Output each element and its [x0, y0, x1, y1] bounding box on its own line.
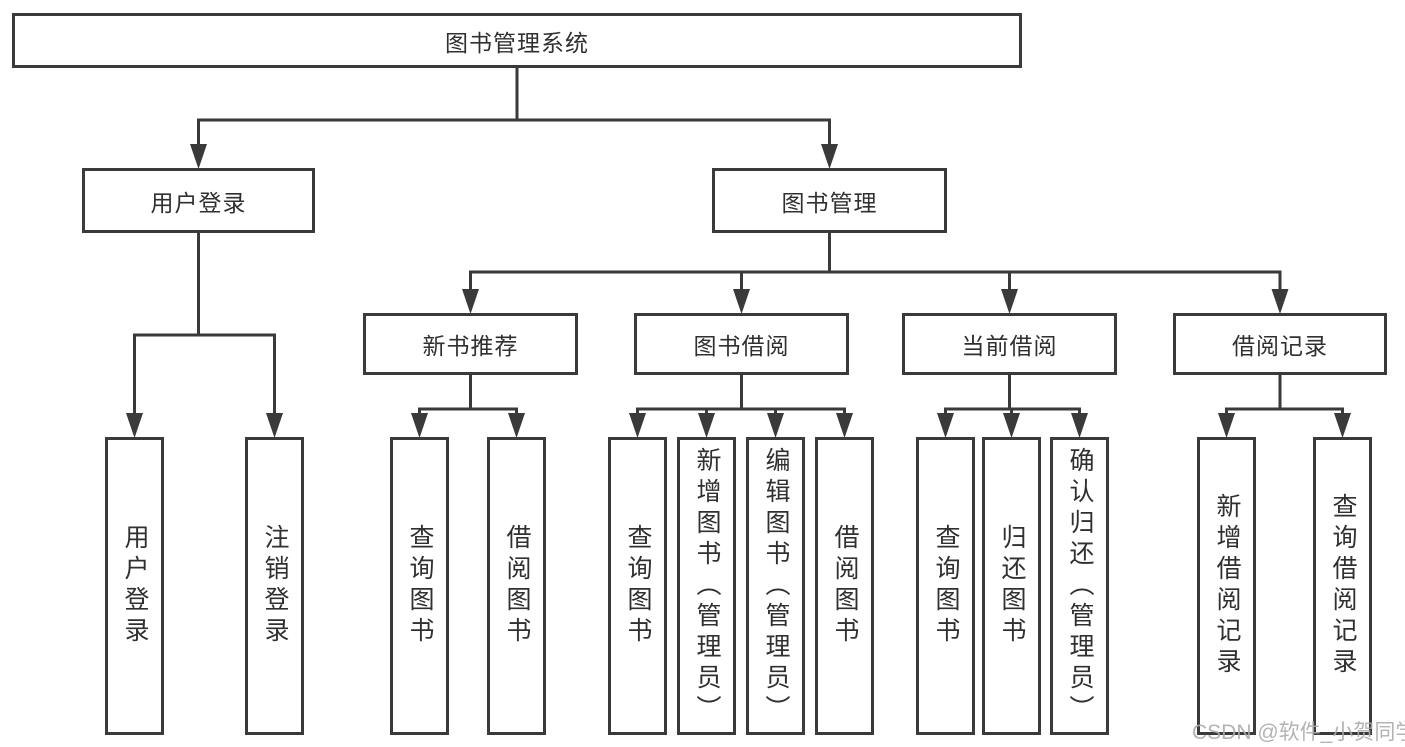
arrowhead-new-books [462, 289, 479, 314]
node-label-book-mgmt: 图书管理 [781, 189, 878, 216]
arrowhead-user-login [190, 144, 207, 169]
arrowhead-leaf-bb-edit [767, 413, 784, 438]
node-book-borrow: 图书借阅 [634, 313, 849, 375]
node-label-leaf-bb-borrow: 借阅图书 [831, 524, 859, 648]
arrowhead-leaf-cb-return [1003, 413, 1020, 438]
node-leaf-br-add: 新增借阅记录 [1197, 437, 1256, 735]
node-leaf-cb-confirm: 确认归还（管理员） [1050, 437, 1109, 735]
arrowhead-leaf-nb-query [411, 413, 428, 438]
node-leaf-logout: 注销登录 [245, 437, 304, 735]
node-borrow-records: 借阅记录 [1173, 313, 1387, 375]
node-label-leaf-logout: 注销登录 [261, 524, 289, 648]
node-label-new-books: 新书推荐 [422, 333, 519, 359]
arrowhead-leaf-bb-borrow [836, 413, 853, 438]
node-leaf-br-query: 查询借阅记录 [1313, 437, 1372, 735]
node-leaf-cb-query: 查询图书 [916, 437, 975, 735]
arrowhead-leaf-bb-add [698, 413, 715, 438]
arrowhead-leaf-user-login [126, 413, 143, 438]
node-leaf-bb-edit: 编辑图书（管理员） [746, 437, 805, 735]
arrowhead-leaf-cb-confirm [1071, 413, 1088, 438]
node-leaf-bb-query: 查询图书 [608, 437, 667, 735]
node-current-borrow: 当前借阅 [902, 313, 1117, 375]
node-new-books: 新书推荐 [363, 313, 578, 375]
node-leaf-cb-return: 归还图书 [982, 437, 1041, 735]
node-label-leaf-cb-confirm: 确认归还（管理员） [1066, 446, 1094, 726]
node-root: 图书管理系统 [12, 13, 1022, 68]
node-label-leaf-bb-add: 新增图书（管理员） [693, 446, 721, 726]
node-label-leaf-cb-query: 查询图书 [932, 524, 960, 648]
arrowhead-leaf-br-add [1218, 413, 1235, 438]
arrowhead-leaf-bb-query [629, 413, 646, 438]
node-leaf-bb-add: 新增图书（管理员） [677, 437, 736, 735]
node-label-borrow-records: 借阅记录 [1232, 333, 1328, 359]
node-leaf-nb-borrow: 借阅图书 [487, 437, 546, 735]
node-leaf-user-login: 用户登录 [105, 437, 164, 735]
watermark: CSDN @软件_小贺同学 [1192, 721, 1405, 744]
arrowhead-leaf-br-query [1334, 413, 1351, 438]
node-label-leaf-nb-borrow: 借阅图书 [503, 524, 531, 648]
arrowhead-book-mgmt [821, 144, 838, 169]
arrowhead-borrow-records [1271, 289, 1289, 314]
node-leaf-bb-borrow: 借阅图书 [815, 437, 874, 735]
node-label-current-borrow: 当前借阅 [961, 333, 1058, 359]
node-label-leaf-bb-edit: 编辑图书（管理员） [762, 446, 790, 726]
node-label-leaf-cb-return: 归还图书 [998, 524, 1026, 648]
arrowhead-leaf-cb-query [937, 413, 954, 438]
node-label-book-borrow: 图书借阅 [693, 333, 790, 359]
node-leaf-nb-query: 查询图书 [390, 437, 449, 735]
node-user-login: 用户登录 [82, 168, 315, 233]
arrowhead-current-borrow [1001, 289, 1018, 314]
node-label-leaf-br-add: 新增借阅记录 [1213, 493, 1241, 679]
node-label-root: 图书管理系统 [445, 29, 589, 56]
node-label-leaf-br-query: 查询借阅记录 [1329, 493, 1357, 679]
node-label-user-login: 用户登录 [150, 189, 247, 216]
node-label-leaf-bb-query: 查询图书 [624, 524, 652, 648]
arrowhead-leaf-logout [266, 413, 283, 438]
node-book-mgmt: 图书管理 [712, 168, 947, 233]
arrowhead-leaf-nb-borrow [508, 413, 525, 438]
node-label-leaf-user-login: 用户登录 [121, 524, 149, 648]
arrowhead-book-borrow [733, 289, 750, 314]
node-label-leaf-nb-query: 查询图书 [406, 524, 434, 648]
